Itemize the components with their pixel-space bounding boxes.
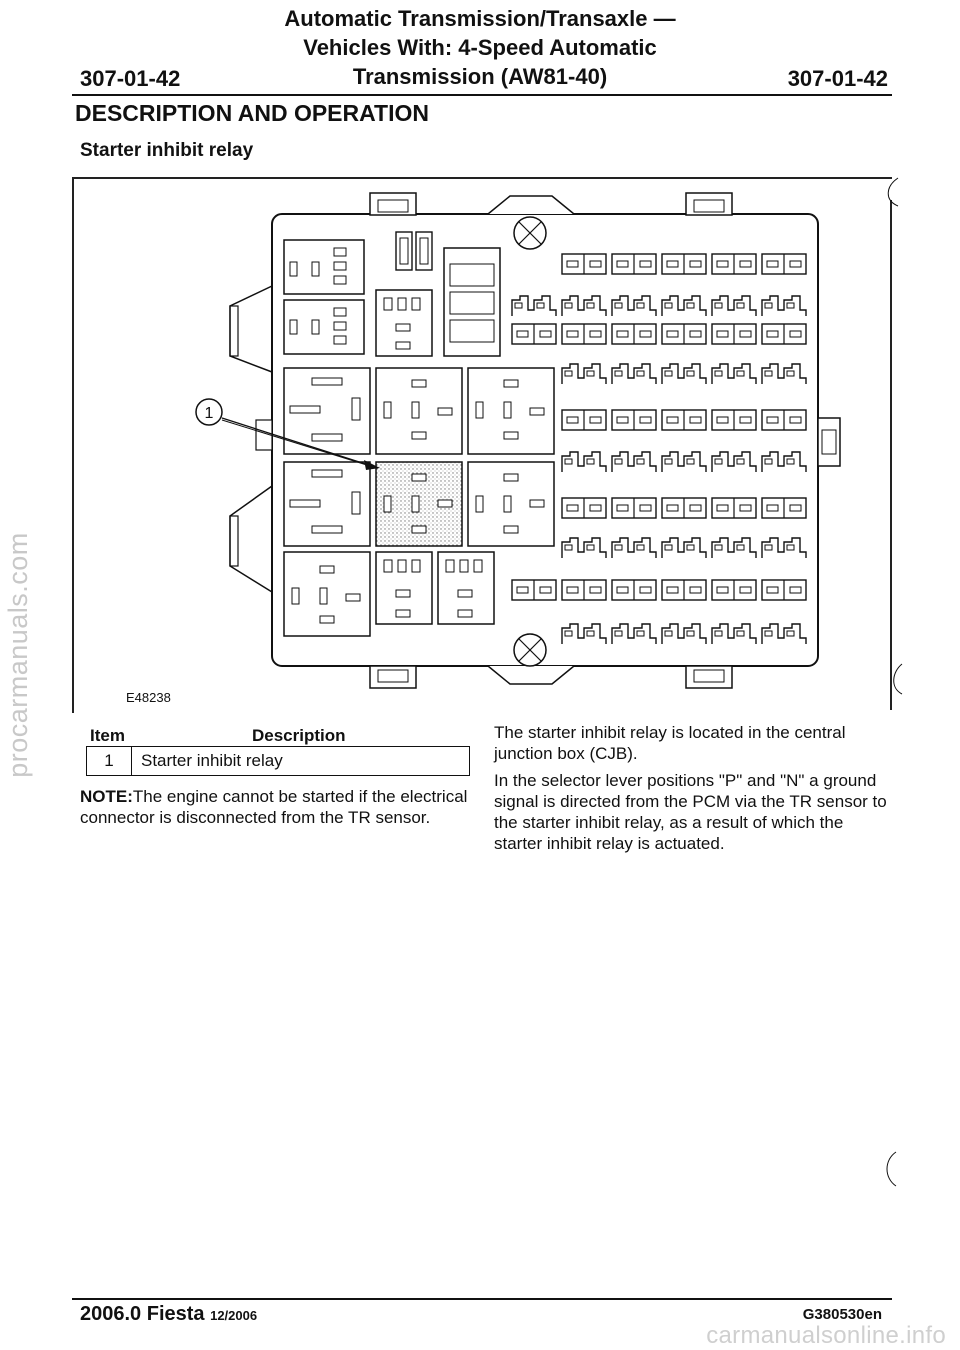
subsection-title: Starter inhibit relay	[80, 140, 254, 161]
callout-number: 1	[205, 405, 214, 422]
page-number-left: 307-01-42	[80, 66, 181, 91]
header-rule	[72, 94, 892, 96]
footer-model-name: 2006.0 Fiesta	[80, 1303, 205, 1325]
section-title: DESCRIPTION AND OPERATION	[75, 100, 429, 126]
footer-date: 12/2006	[210, 1308, 258, 1323]
footer-model: 2006.0 Fiesta 12/2006	[80, 1303, 257, 1326]
paragraph-operation: In the selector lever positions "P" and …	[494, 771, 887, 853]
header-title-line1: Automatic Transmission/Transaxle —	[284, 6, 676, 31]
figure-frame-right	[890, 200, 892, 710]
table-cell-description: Starter inhibit relay	[141, 751, 283, 770]
watermark-carmanualsonline: carmanualsonline.info	[706, 1322, 946, 1349]
table-cell-item: 1	[87, 747, 132, 775]
footer-doc-code: G380530en	[802, 1306, 882, 1323]
note-text: The engine cannot be started if the elec…	[80, 787, 468, 827]
paragraph-location: The starter inhibit relay is located in …	[494, 723, 846, 763]
note-block: NOTE:The engine cannot be started if the…	[80, 786, 470, 828]
table-header-item: Item	[90, 726, 125, 745]
header-title-line3: Transmission (AW81-40)	[352, 64, 608, 89]
page-number-right: 307-01-42	[787, 66, 888, 91]
figure-code: E48238	[126, 690, 171, 705]
page-mark	[886, 1151, 897, 1187]
callout-circle	[195, 398, 223, 426]
figure-frame	[72, 177, 892, 713]
table-header-description: Description	[252, 726, 346, 745]
table-row: 1 Starter inhibit relay	[86, 746, 470, 776]
cjb-diagram: 1	[195, 177, 903, 695]
header-title-line2: Vehicles With: 4-Speed Automatic	[303, 35, 657, 60]
note-label: NOTE:	[80, 787, 133, 806]
footer-rule	[72, 1298, 892, 1300]
